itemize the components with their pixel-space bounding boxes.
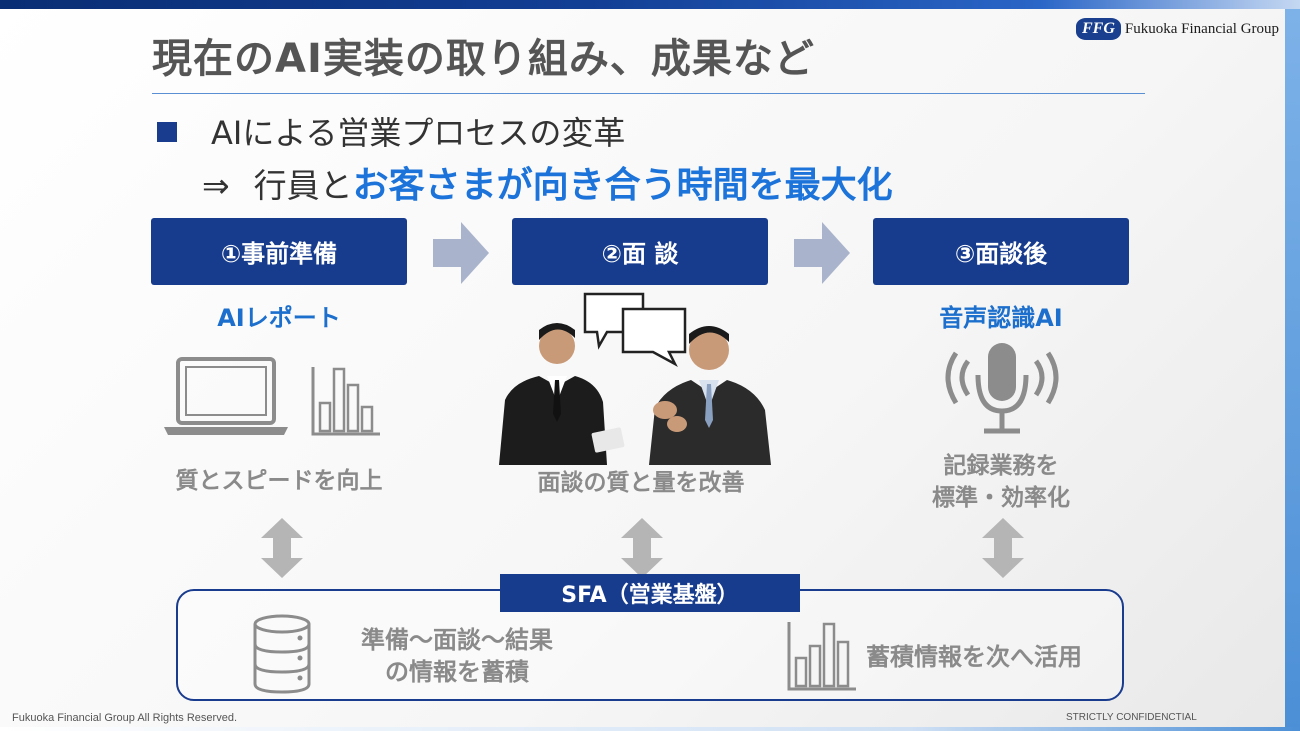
double-arrow-icon [621,518,663,578]
double-arrow-icon [982,518,1024,578]
caption-line: 記録業務を [943,453,1059,479]
step-preparation: ①事前準備 [151,218,407,285]
right-accent-bar [1285,9,1300,731]
page-title: 現在のAI実装の取り組み、成果など [152,36,815,82]
footer-confidential: STRICTLY CONFIDENCTIAL [1066,712,1197,723]
headline-bullet-text: AIによる営業プロセスの変革 [211,114,626,152]
top-accent-bar [0,0,1300,9]
headline-bullet: AIによる営業プロセスの変革 [157,108,625,154]
headline-subline: ⇒ 行員とお客さまが向き合う時間を最大化 [202,156,893,208]
step-meeting: ②面 談 [512,218,768,285]
microphone-icon [945,343,1059,434]
right-arrow-icon [794,222,850,284]
step-after-meeting: ③面談後 [873,218,1129,285]
bullet-square-icon [157,122,177,142]
meeting-illustration [499,292,771,465]
speech-recognition-label: 音声認識AI [939,304,1063,332]
sfa-left-line: の情報を蓄積 [385,658,529,687]
implies-arrow: ⇒ [202,166,230,205]
sfa-right-text: 蓄積情報を次へ活用 [866,643,1082,671]
headline-emphasis: お客さまが向き合う時間を最大化 [352,165,893,206]
bottom-accent-strip [0,727,1300,731]
speech-bubble-icon [583,292,687,368]
meeting-caption: 面談の質と量を改善 [537,470,745,496]
caption-line: 標準・効率化 [932,485,1070,512]
logo-text: Fukuoka Financial Group [1124,20,1280,37]
ffg-logo-mark: FFG [1076,18,1121,40]
database-icon [253,614,311,694]
bar-chart-icon [787,622,856,691]
sfa-left-line: 準備～面談～結果 [361,626,553,654]
ai-report-label: AIレポート [217,304,341,332]
laptop-icon [164,357,288,435]
sfa-label: SFA（営業基盤） [500,574,800,612]
preparation-caption: 質とスピードを向上 [175,468,383,494]
company-logo: FFG Fukuoka Financial Group [1076,18,1279,40]
sfa-left-text: 準備～面談～結果 の情報を蓄積 [344,624,570,689]
footer-copyright: Fukuoka Financial Group All Rights Reser… [12,712,237,724]
headline-lead: 行員と [253,166,353,205]
title-divider [152,93,1145,94]
after-meeting-caption: 記録業務を 標準・効率化 [873,450,1129,514]
right-arrow-icon [433,222,489,284]
double-arrow-icon [261,518,303,578]
bar-chart-icon [311,367,380,436]
